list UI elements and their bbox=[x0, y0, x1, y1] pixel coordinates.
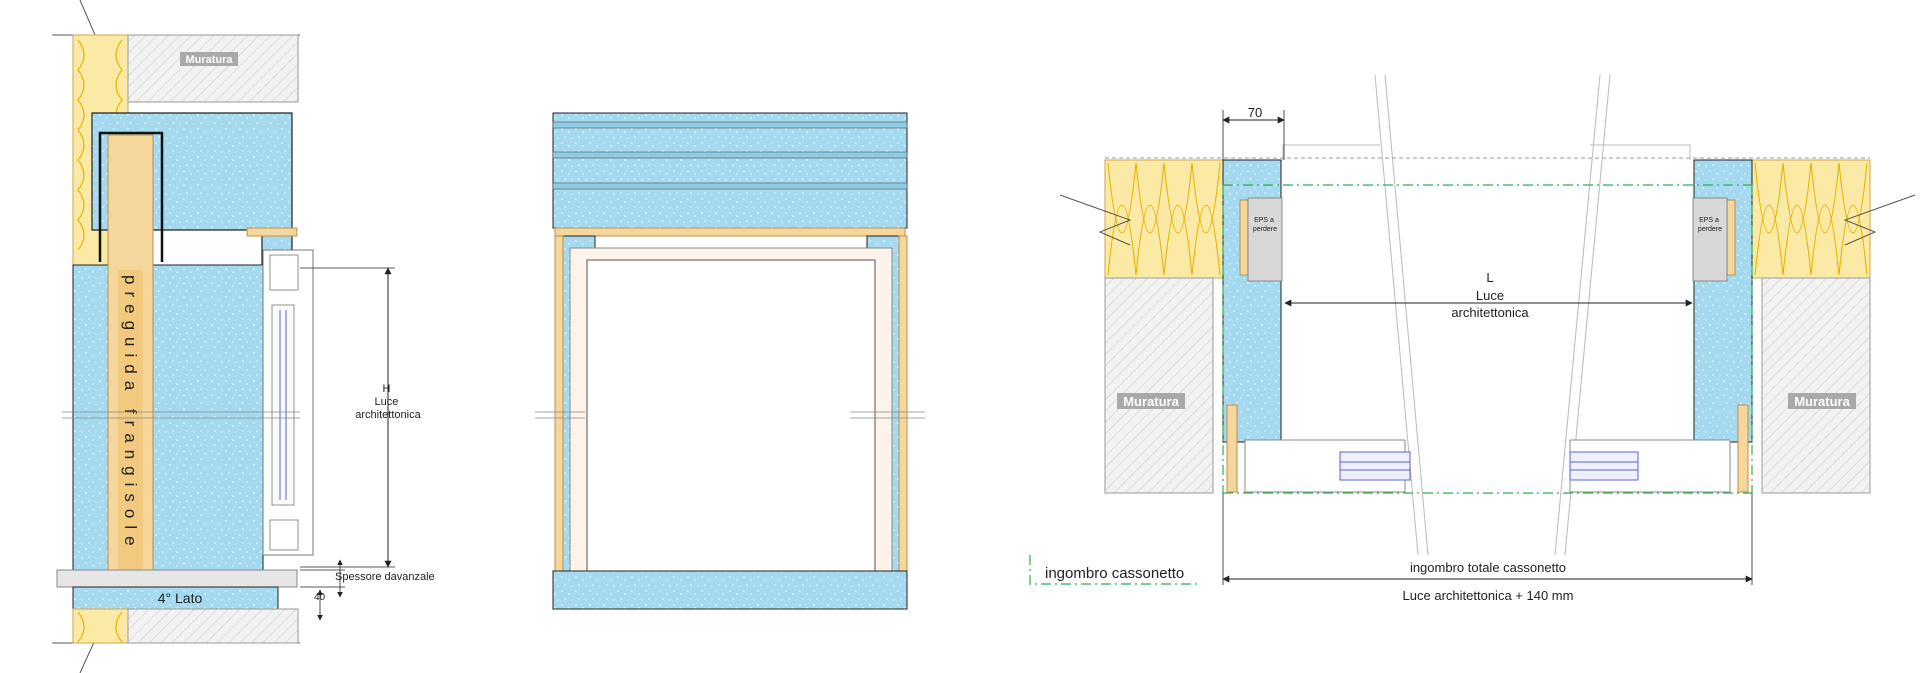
sill bbox=[56, 569, 298, 588]
l-dim-label: L bbox=[1486, 270, 1493, 285]
legend-swatch bbox=[1029, 555, 1200, 585]
sill-value: 40 bbox=[314, 592, 326, 603]
insulation-right bbox=[1751, 159, 1871, 279]
total-formula: Luce architettonica + 140 mm bbox=[1403, 588, 1574, 603]
insulation-left bbox=[1104, 159, 1224, 279]
insulation-wave bbox=[77, 39, 85, 251]
wood-lid bbox=[246, 227, 298, 237]
perspective-line bbox=[1554, 74, 1601, 556]
box-inner-profile bbox=[98, 131, 164, 262]
insulation-wave bbox=[1107, 162, 1221, 234]
thin-outline bbox=[1590, 144, 1691, 160]
masonry-left-label-bg bbox=[1117, 393, 1185, 409]
bottom-side-label: 4° Lato bbox=[158, 590, 203, 606]
masonry-top-label: Muratura bbox=[185, 54, 233, 66]
insulation-wave bbox=[1107, 204, 1221, 276]
break-line bbox=[1843, 194, 1916, 246]
perspective-line bbox=[1384, 74, 1429, 556]
box-band bbox=[552, 151, 908, 159]
wood-guide-right bbox=[898, 235, 908, 572]
box-front bbox=[552, 112, 908, 229]
masonry-left-label: Muratura bbox=[1123, 394, 1179, 409]
window-detail bbox=[269, 254, 299, 291]
window-detail bbox=[269, 519, 299, 551]
masonry-left bbox=[1104, 277, 1214, 494]
masonry-right bbox=[1761, 277, 1871, 494]
masonry-top bbox=[127, 34, 299, 103]
window-glass-right bbox=[1569, 451, 1639, 481]
insulation-wave bbox=[115, 611, 123, 643]
plan-section-view: Muratura Muratura EPS a perdere EPS a pe… bbox=[1029, 74, 1916, 603]
masonry-right-label: Muratura bbox=[1794, 394, 1850, 409]
masonry-right-label-bg bbox=[1788, 393, 1856, 409]
eps-perdere-right bbox=[1692, 197, 1728, 282]
total-label: ingombro totale cassonetto bbox=[1410, 560, 1566, 575]
insulation-wave bbox=[1754, 204, 1868, 276]
box-top-wood bbox=[554, 227, 906, 237]
insulation-wave bbox=[1754, 162, 1868, 234]
wood-guide-core bbox=[118, 270, 143, 570]
front-elevation-view bbox=[535, 112, 925, 610]
eps-perdere-left-label: EPS a perdere bbox=[1253, 217, 1277, 233]
l-dim-label-2: Luce bbox=[1476, 288, 1504, 303]
legend-label: ingombro cassonetto bbox=[1045, 565, 1184, 582]
l-dim-label-3: architettonica bbox=[1451, 305, 1529, 320]
masonry-label-bg bbox=[180, 52, 238, 66]
eps-jamb-lower bbox=[72, 264, 264, 571]
perspective-line bbox=[1374, 74, 1419, 556]
box-band bbox=[552, 182, 908, 190]
opening-glass bbox=[586, 259, 876, 572]
left-section-view: Muratura preguida frangisole 4° Lato bbox=[52, 0, 435, 673]
wood-post-right bbox=[1737, 404, 1749, 493]
box-band bbox=[552, 121, 908, 129]
dim-70-label: 70 bbox=[1248, 105, 1262, 120]
guide-vertical-label: preguida frangisole bbox=[121, 275, 140, 553]
wood-guide-left bbox=[554, 235, 564, 572]
window-glass-left bbox=[1339, 451, 1411, 481]
eps-perdere-right-label: EPS a perdere bbox=[1698, 217, 1722, 233]
wood-strip-right bbox=[1726, 199, 1736, 276]
bottom-eps-front bbox=[552, 570, 908, 610]
thin-outline bbox=[1282, 144, 1380, 160]
insulation-wave bbox=[77, 611, 85, 643]
wood-post-left bbox=[1226, 404, 1238, 493]
eps-perdere-left bbox=[1247, 197, 1283, 282]
h-dim-label: H Luce architettonica bbox=[355, 383, 421, 421]
wood-strip-left bbox=[1239, 199, 1249, 276]
masonry-bottom bbox=[127, 608, 299, 644]
sill-label: Spessore davanzale bbox=[335, 571, 435, 583]
break-line bbox=[1059, 194, 1132, 246]
window-sash bbox=[271, 304, 295, 506]
